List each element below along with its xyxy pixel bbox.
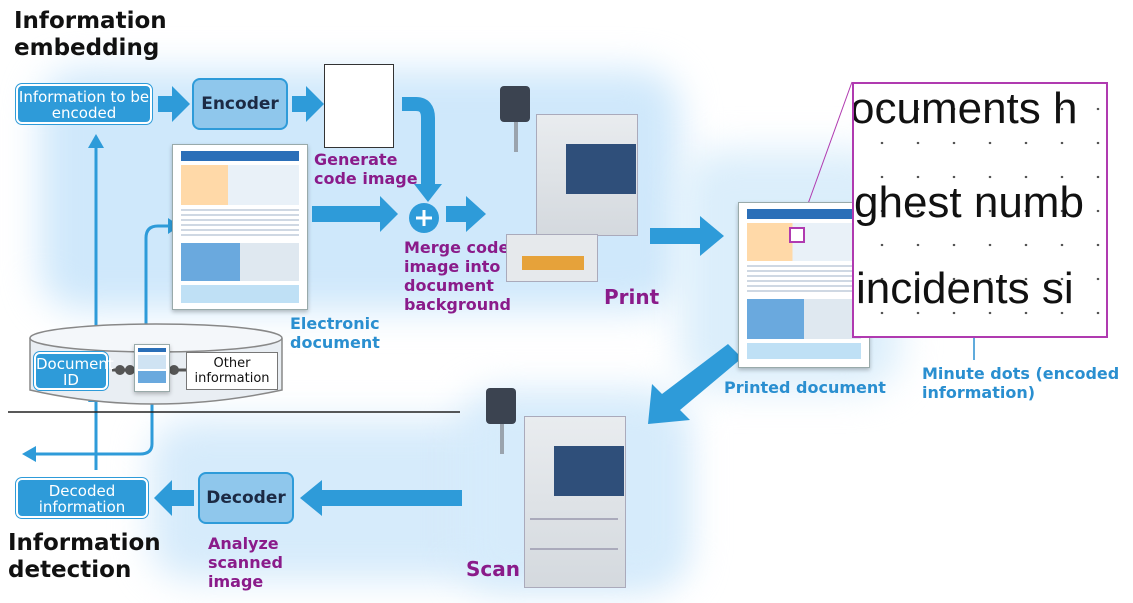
arrow-to-code-image [292, 86, 324, 122]
printed-document [738, 202, 870, 368]
arrow-to-merge [312, 196, 398, 232]
printer [496, 84, 646, 284]
merge-label: Merge code image into document backgroun… [404, 238, 511, 314]
info-to-encode-box: Information to be encoded [16, 84, 152, 124]
zoom-line-1: ocuments h [852, 84, 1078, 133]
print-label: Print [604, 285, 660, 309]
detection-title: Information detection [8, 530, 161, 583]
arrow-to-printed-doc [650, 216, 724, 256]
arrow-to-decoder [300, 480, 462, 516]
other-info-box: Other information [186, 352, 278, 390]
minute-dots-label: Minute dots (encoded information) [922, 364, 1120, 402]
arrow-to-scanner [648, 344, 742, 424]
arrow-to-decoded-info [154, 480, 194, 516]
scan-label: Scan [466, 557, 520, 581]
generate-code-label: Generate code image [314, 150, 418, 188]
encoder-box: Encoder [192, 78, 288, 130]
arrow-to-printer [446, 196, 486, 232]
electronic-document [172, 144, 308, 310]
printed-document-label: Printed document [724, 378, 886, 397]
db-document-thumbnail [134, 344, 170, 392]
decoder-box: Decoder [198, 472, 294, 524]
document-id-box: Document ID [34, 352, 114, 390]
scanner [484, 388, 634, 588]
electronic-document-label: Electronic document [290, 314, 380, 352]
zoom-view: ocuments h ghest numb incidents si [852, 82, 1108, 338]
analyze-label: Analyze scanned image [208, 534, 283, 591]
code-image [324, 64, 394, 148]
embedding-title: Information embedding [14, 8, 167, 61]
decoded-info-box: Decoded information [16, 478, 148, 518]
arrow-to-encoder [158, 86, 190, 122]
zoom-line-2: ghest numb [854, 178, 1084, 227]
zoom-line-3: incidents si [856, 264, 1074, 313]
